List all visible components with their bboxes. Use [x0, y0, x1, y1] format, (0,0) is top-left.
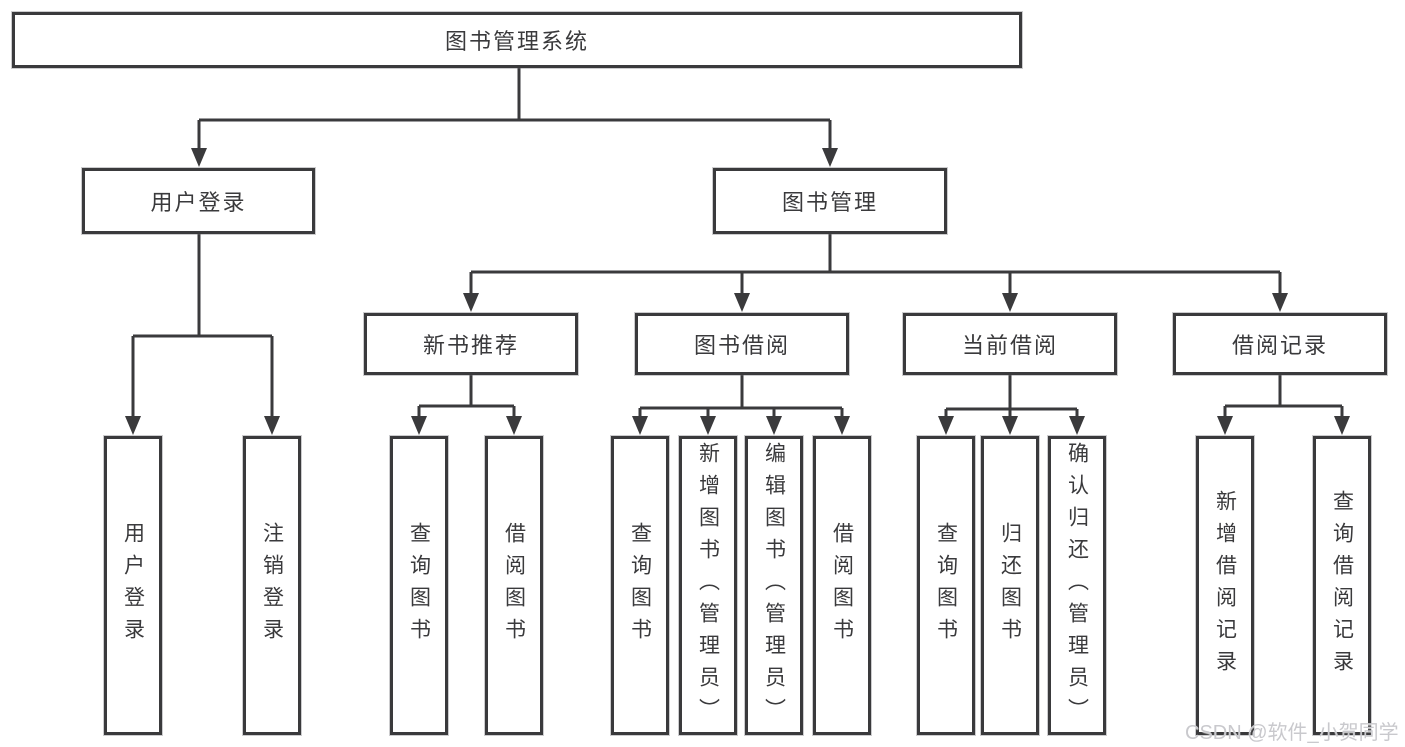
leaf-confirm-return-admin: 确认归还（管理员）	[1047, 435, 1107, 736]
node-user-login-label: 用户登录	[150, 190, 247, 215]
leaf-add-borrow-record-label: 新增借阅记录	[1213, 489, 1237, 682]
watermark: CSDN @软件_小贺同学	[1185, 722, 1399, 744]
arrowhead-icon	[1334, 416, 1350, 435]
leaf-borrow-books-borrow: 借阅图书	[812, 435, 872, 736]
arrowhead-icon	[1002, 416, 1018, 435]
leaf-add-book-admin-label: 新增图书（管理员）	[696, 441, 720, 730]
node-new-book-recommend: 新书推荐	[363, 312, 579, 376]
leaf-query-books-current: 查询图书	[916, 435, 976, 736]
node-library-system-label: 图书管理系统	[444, 29, 589, 54]
arrowhead-icon	[191, 148, 207, 167]
leaf-query-books-current-label: 查询图书	[934, 521, 958, 650]
leaf-confirm-return-admin-label: 确认归还（管理员）	[1065, 441, 1089, 730]
arrowhead-icon	[1002, 293, 1018, 312]
leaf-add-borrow-record: 新增借阅记录	[1195, 435, 1255, 736]
node-new-book-recommend-label: 新书推荐	[422, 333, 519, 358]
leaf-user-login-label: 用户登录	[121, 521, 145, 650]
leaf-return-book: 归还图书	[980, 435, 1040, 736]
node-current-borrow-label: 当前借阅	[961, 333, 1058, 358]
node-user-login: 用户登录	[81, 167, 316, 235]
arrowhead-icon	[822, 148, 838, 167]
leaf-add-book-admin: 新增图书（管理员）	[678, 435, 738, 736]
arrowhead-icon	[766, 416, 782, 435]
arrowhead-icon	[1069, 416, 1085, 435]
arrowhead-icon	[463, 293, 479, 312]
arrowhead-icon	[700, 416, 716, 435]
leaf-borrow-books-recommend-label: 借阅图书	[502, 521, 526, 650]
arrowhead-icon	[938, 416, 954, 435]
node-current-borrow: 当前借阅	[902, 312, 1118, 376]
arrowhead-icon	[411, 416, 427, 435]
leaf-edit-book-admin-label: 编辑图书（管理员）	[762, 441, 786, 730]
arrowhead-icon	[1272, 293, 1288, 312]
leaf-borrow-books-recommend: 借阅图书	[484, 435, 544, 736]
node-book-management: 图书管理	[712, 167, 948, 235]
leaf-return-book-label: 归还图书	[998, 521, 1022, 650]
node-book-borrow-label: 图书借阅	[693, 333, 790, 358]
leaf-user-login: 用户登录	[103, 435, 163, 736]
node-borrow-records: 借阅记录	[1172, 312, 1388, 376]
arrowhead-icon	[1217, 416, 1233, 435]
leaf-borrow-books-borrow-label: 借阅图书	[830, 521, 854, 650]
leaf-query-books-recommend-label: 查询图书	[407, 521, 431, 650]
arrowhead-icon	[125, 416, 141, 435]
leaf-logout: 注销登录	[242, 435, 302, 736]
arrowhead-icon	[506, 416, 522, 435]
leaf-logout-label: 注销登录	[260, 521, 284, 650]
leaf-query-books-borrow: 查询图书	[610, 435, 670, 736]
leaf-edit-book-admin: 编辑图书（管理员）	[744, 435, 804, 736]
leaf-query-borrow-record: 查询借阅记录	[1312, 435, 1372, 736]
node-book-borrow: 图书借阅	[634, 312, 850, 376]
leaf-query-borrow-record-label: 查询借阅记录	[1330, 489, 1354, 682]
leaf-query-books-borrow-label: 查询图书	[628, 521, 652, 650]
node-book-management-label: 图书管理	[781, 190, 878, 215]
arrowhead-icon	[734, 293, 750, 312]
arrowhead-icon	[264, 416, 280, 435]
leaf-query-books-recommend: 查询图书	[389, 435, 449, 736]
node-borrow-records-label: 借阅记录	[1231, 333, 1328, 358]
node-library-system: 图书管理系统	[11, 11, 1023, 69]
arrowhead-icon	[632, 416, 648, 435]
arrowhead-icon	[834, 416, 850, 435]
